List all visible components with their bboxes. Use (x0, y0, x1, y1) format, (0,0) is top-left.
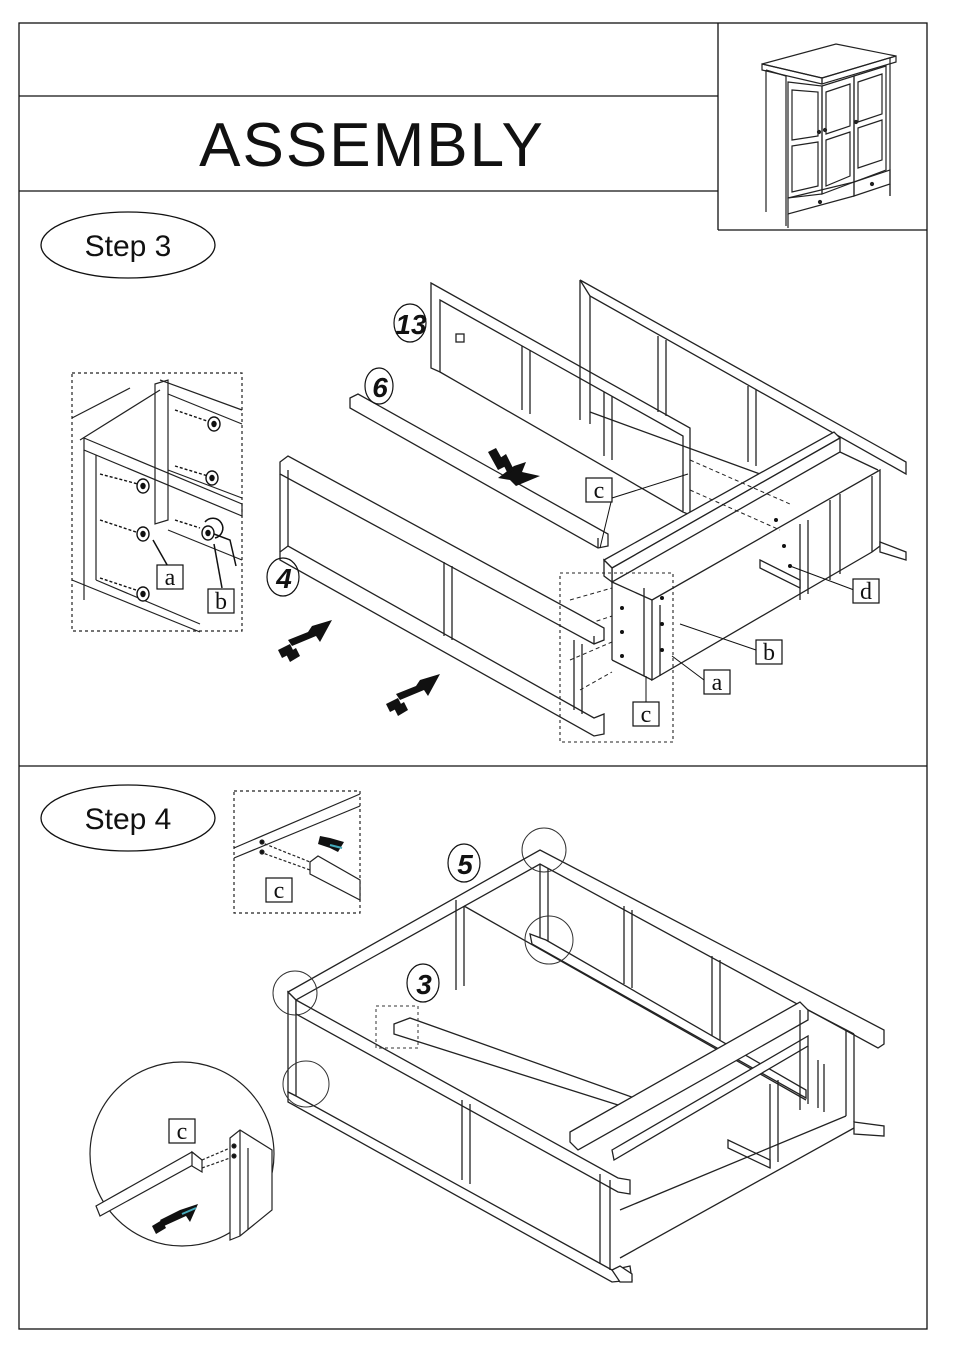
assembled-base-frame (288, 850, 884, 1282)
part-13-panel (431, 283, 690, 515)
step3-label: Step 3 (85, 230, 172, 263)
wardrobe-thumbnail-icon (762, 44, 896, 228)
callout-d: d (860, 579, 872, 605)
part-number-4: 4 (275, 563, 292, 594)
insert-arrow-icon (318, 836, 344, 852)
callout-c-magnifier: c (177, 1119, 188, 1145)
insert-arrow-icon (152, 1204, 198, 1234)
page-frame (19, 23, 927, 1329)
step3-badge: Step 3 (41, 212, 215, 278)
part-number-6: 6 (372, 372, 388, 403)
callout-c-inset-top: c (274, 878, 285, 904)
callout-b-main: b (763, 640, 775, 666)
callout-c-bottom: c (641, 702, 652, 728)
step4-magnifier-inset (90, 1062, 274, 1246)
part-number-3: 3 (416, 969, 432, 1000)
back-right-panel (580, 280, 906, 474)
part-number-5: 5 (457, 849, 473, 880)
page-title: ASSEMBLY (199, 111, 545, 180)
step4-top-inset (234, 791, 360, 913)
callout-a: a (165, 565, 176, 591)
step4-badge: Step 4 (41, 785, 215, 851)
callout-a-main: a (712, 670, 723, 696)
callout-b: b (215, 589, 227, 615)
step3-detail-callouts: a b (157, 565, 234, 615)
part-4-panel (280, 456, 604, 736)
callout-c-top: c (594, 478, 605, 504)
step4-label: Step 4 (85, 803, 172, 836)
right-side-frame (604, 432, 906, 680)
